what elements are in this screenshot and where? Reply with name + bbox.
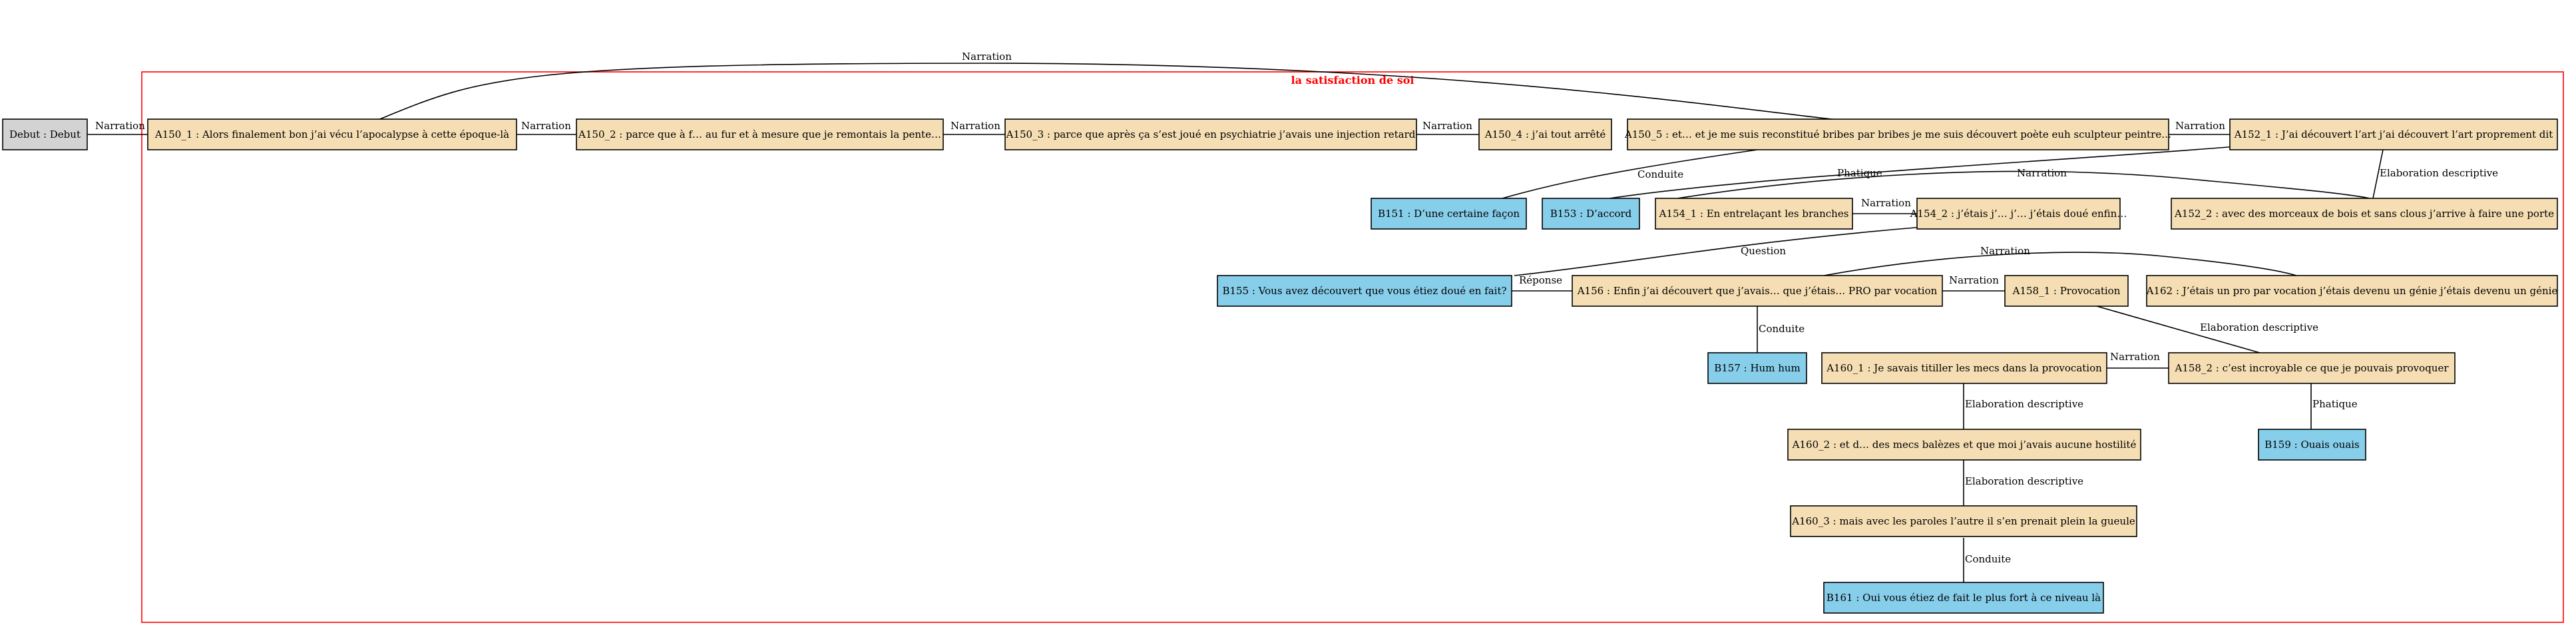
node-b159[interactable]: B159 : Ouais ouais: [2258, 429, 2366, 461]
edge-label-elaboration: Elaboration descriptive: [1965, 398, 2083, 410]
edge-label-narration: Narration: [2110, 351, 2160, 363]
edge-label-elaboration: Elaboration descriptive: [2380, 167, 2498, 179]
node-b155[interactable]: B155 : Vous avez découvert que vous étie…: [1217, 275, 1512, 307]
node-a160_2[interactable]: A160_2 : et d… des mecs balèzes et que m…: [1787, 429, 2141, 461]
node-debut-label: Debut : Debut: [9, 128, 81, 140]
edge-label-elaboration: Elaboration descriptive: [1965, 475, 2083, 487]
edges: Narration Narration Narration Narration …: [87, 51, 2498, 582]
node-b157-label: B157 : Hum hum: [1714, 362, 1801, 374]
edge-label-narration: Narration: [1980, 245, 2030, 257]
node-a156-label: A156 : Enfin j’ai découvert que j’avais……: [1577, 285, 1938, 297]
node-b159-label: B159 : Ouais ouais: [2264, 439, 2360, 451]
edge-a156-a162: [1823, 252, 2297, 276]
node-b151-label: B151 : D’une certaine façon: [1378, 208, 1520, 220]
edge-a152_1-a152_2: [2372, 149, 2384, 199]
edge-label-conduite: Conduite: [1637, 168, 1683, 180]
edge-label-elaboration: Elaboration descriptive: [2200, 321, 2318, 333]
node-a160_1-label: A160_1 : Je savais titiller les mecs dan…: [1826, 362, 2102, 374]
edge-label-narration: Narration: [2017, 167, 2067, 179]
edge-label-phatique: Phatique: [1837, 167, 1882, 179]
edge-label-narration: Narration: [1422, 120, 1472, 132]
edge-a154_2-b155: [1514, 226, 1931, 276]
edge-label-narration: Narration: [95, 120, 145, 132]
node-b151[interactable]: B151 : D’une certaine façon: [1371, 198, 1527, 230]
edge-label-reponse: Réponse: [1519, 274, 1562, 286]
node-a160_1[interactable]: A160_1 : Je savais titiller les mecs dan…: [1821, 352, 2107, 384]
node-a154_2-label: A154_2 : j’étais j’… j’… j’étais doué en…: [1910, 208, 2127, 220]
node-b161-label: B161 : Oui vous étiez de fait le plus fo…: [1826, 592, 2101, 604]
node-a154_2[interactable]: A154_2 : j’étais j’… j’… j’étais doué en…: [1910, 198, 2127, 230]
node-b157[interactable]: B157 : Hum hum: [1707, 352, 1807, 384]
node-a162-label: A162 : J’étais un pro par vocation j’éta…: [2146, 285, 2558, 297]
node-a160_3[interactable]: A160_3 : mais avec les paroles l’autre i…: [1790, 505, 2137, 537]
edge-label-phatique: Phatique: [2312, 398, 2358, 410]
edge-label-narration: Narration: [962, 51, 1012, 63]
edge-label-narration: Narration: [1949, 274, 1999, 286]
node-a150_3-label: A150_3 : parce que après ça s’est joué e…: [1006, 128, 1416, 140]
nodes: Debut : Debut A150_1 : Alors finalement …: [2, 118, 2558, 614]
edge-a158_1-a158_2: [2096, 306, 2260, 353]
node-b153[interactable]: B153 : D’accord: [1542, 198, 1640, 230]
edge-label-conduite: Conduite: [1759, 323, 1805, 335]
node-b155-label: B155 : Vous avez découvert que vous étie…: [1222, 285, 1506, 297]
node-a158_2-label: A158_2 : c’est incroyable ce que je pouv…: [2175, 362, 2450, 374]
node-a150_2[interactable]: A150_2 : parce que à f… au fur et à mesu…: [576, 118, 944, 150]
edge-label-narration: Narration: [2175, 120, 2225, 132]
edge-label-narration: Narration: [521, 120, 571, 132]
edge-label-narration: Narration: [951, 120, 1000, 132]
edge-label-question: Question: [1741, 245, 1786, 257]
edge-a154_1-a152_2: [1677, 170, 2370, 199]
node-a150_2-label: A150_2 : parce que à f… au fur et à mesu…: [578, 128, 941, 140]
node-a162[interactable]: A162 : J’étais un pro par vocation j’éta…: [2146, 275, 2558, 307]
edge-label-narration: Narration: [1861, 197, 1911, 209]
node-a154_1[interactable]: A154_1 : En entrelaçant les branches: [1655, 198, 1853, 230]
node-a152_1-label: A152_1 : J’ai découvert l’art j’ai décou…: [2234, 128, 2553, 140]
node-a158_1-label: A158_1 : Provocation: [2012, 285, 2121, 297]
node-b161[interactable]: B161 : Oui vous étiez de fait le plus fo…: [1823, 582, 2104, 614]
node-a158_2[interactable]: A158_2 : c’est incroyable ce que je pouv…: [2168, 352, 2456, 384]
edge-a150_5-b151: [1502, 149, 1758, 199]
edge-label-conduite: Conduite: [1965, 553, 2011, 565]
cluster-title: la satisfaction de soi: [1291, 74, 1414, 87]
node-b153-label: B153 : D’accord: [1550, 208, 1632, 220]
node-a150_4-label: A150_4 : j’ai tout arrêté: [1484, 128, 1606, 140]
node-a150_1-label: A150_1 : Alors finalement bon j’ai vécu …: [154, 128, 509, 140]
node-a152_2[interactable]: A152_2 : avec des morceaux de bois et sa…: [2171, 198, 2558, 230]
node-a156[interactable]: A156 : Enfin j’ai découvert que j’avais……: [1572, 275, 1943, 307]
node-a154_1-label: A154_1 : En entrelaçant les branches: [1659, 208, 1849, 220]
node-a160_3-label: A160_3 : mais avec les paroles l’autre i…: [1791, 515, 2135, 527]
node-a150_3[interactable]: A150_3 : parce que après ça s’est joué e…: [1004, 118, 1417, 150]
edge-a150_1-a150_5: [377, 63, 1838, 120]
node-a150_1[interactable]: A150_1 : Alors finalement bon j’ai vécu …: [147, 118, 517, 150]
node-a160_2-label: A160_2 : et d… des mecs balèzes et que m…: [1792, 439, 2137, 451]
node-a150_5-label: A150_5 : et… et je me suis reconstitué b…: [1624, 128, 2171, 140]
node-a158_1[interactable]: A158_1 : Provocation: [2004, 275, 2129, 307]
edge-a152_1-b153: [1609, 146, 2237, 199]
node-a150_5[interactable]: A150_5 : et… et je me suis reconstitué b…: [1624, 118, 2171, 150]
node-a152_2-label: A152_2 : avec des morceaux de bois et sa…: [2174, 208, 2554, 220]
node-a150_4[interactable]: A150_4 : j’ai tout arrêté: [1478, 118, 1612, 150]
node-a152_1[interactable]: A152_1 : J’ai découvert l’art j’ai décou…: [2229, 118, 2558, 150]
node-debut[interactable]: Debut : Debut: [2, 118, 88, 150]
cluster-border: [141, 71, 2564, 623]
